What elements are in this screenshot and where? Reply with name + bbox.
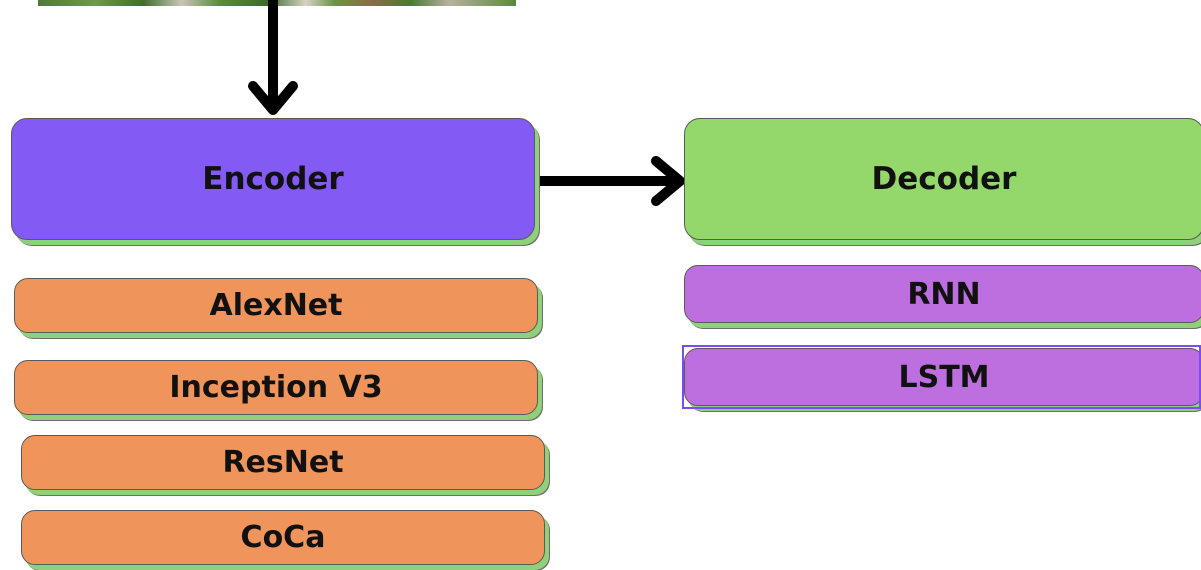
encoder-label: Encoder [202,161,344,197]
decoder-option-label: RNN [907,276,981,312]
decoder-box[interactable]: Decoder [684,118,1201,240]
decoder-option-rnn[interactable]: RNN [684,265,1201,323]
encoder-option-label: CoCa [240,520,326,555]
arrow-down-icon [248,0,298,115]
encoder-option-coca[interactable]: CoCa [21,510,545,565]
decoder-label: Decoder [871,161,1017,197]
arrow-right-icon [535,156,685,206]
encoder-option-label: Inception V3 [169,370,383,405]
encoder-option-label: ResNet [222,445,344,480]
encoder-option-alexnet[interactable]: AlexNet [14,278,538,333]
decoder-option-label: LSTM [898,359,990,395]
encoder-box[interactable]: Encoder [11,118,535,240]
encoder-option-label: AlexNet [209,288,343,323]
encoder-option-inception-v3[interactable]: Inception V3 [14,360,538,415]
encoder-option-resnet[interactable]: ResNet [21,435,545,490]
decoder-option-lstm[interactable]: LSTM [684,348,1201,406]
